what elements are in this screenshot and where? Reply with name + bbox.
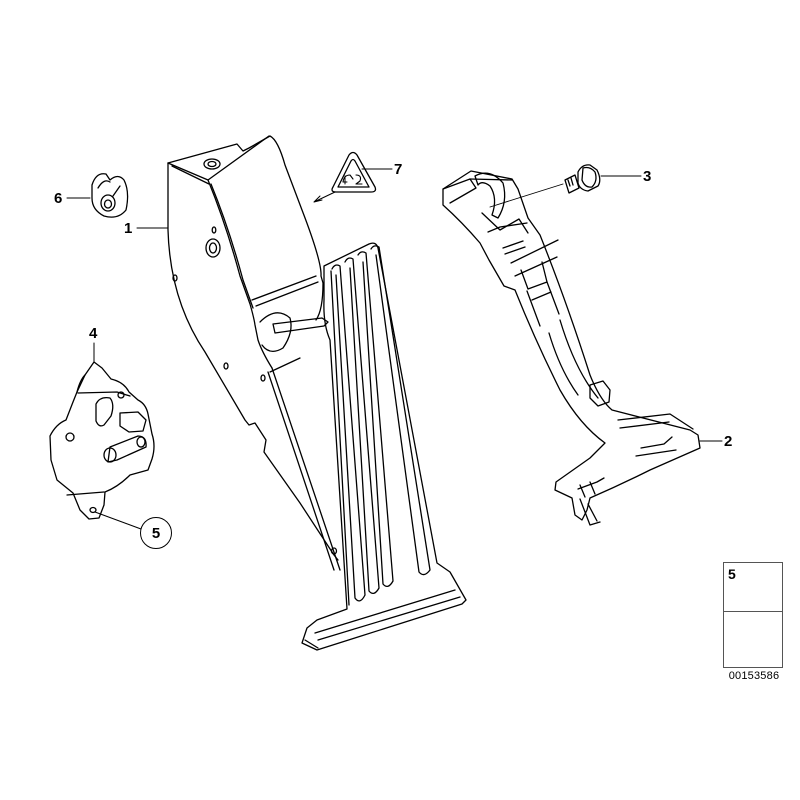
callout-1: 1 [124, 220, 133, 237]
callout-3: 3 [643, 168, 652, 185]
diagram-id: 00153586 [728, 670, 780, 682]
legend-divider [724, 611, 782, 612]
callout-4: 4 [89, 325, 98, 342]
leader-line-5 [95, 512, 141, 529]
callout-7: 7 [394, 161, 403, 178]
legend-part-number: 5 [728, 566, 736, 582]
bolt-insertion-line [490, 184, 563, 207]
part-1-bracket-housing [168, 136, 340, 570]
arrow-pointer-7 [314, 192, 335, 202]
part-2-lever-carrier [443, 171, 700, 525]
part-6-clip-nut [92, 174, 128, 217]
part-7-warning-label [332, 153, 376, 193]
callout-5-number: 5 [151, 524, 161, 542]
legend-box: 5 [723, 562, 783, 668]
callout-5-circled: 5 [140, 517, 172, 549]
callout-2: 2 [724, 433, 733, 450]
callout-6: 6 [54, 190, 63, 207]
part-3-hex-bolt [565, 165, 600, 193]
part-4-module-holder [50, 362, 154, 519]
pedal-pad [302, 243, 466, 650]
